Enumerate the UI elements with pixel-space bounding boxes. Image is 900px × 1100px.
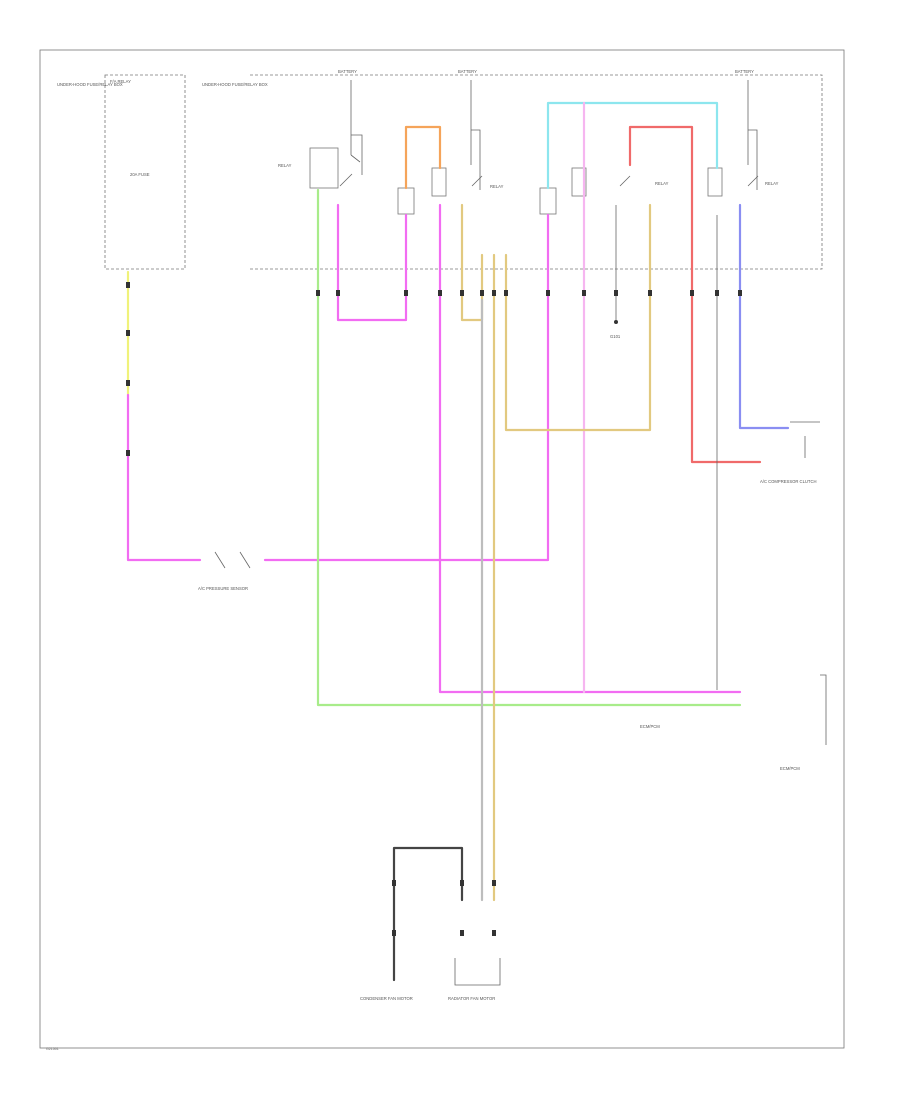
wire-pink-fusebox <box>126 393 202 562</box>
battery-feed-2 <box>470 80 481 190</box>
g101-label: G101 <box>610 334 621 339</box>
radiator-fan-bracket <box>454 958 501 986</box>
page-mark: G21501 <box>46 1047 59 1051</box>
ac-compressor-symbol <box>790 421 820 458</box>
relay-3-label: RELAY <box>655 181 669 186</box>
relay-2-label: RELAY <box>490 184 504 189</box>
relay-box-top <box>250 74 823 270</box>
connector-markers <box>126 282 742 936</box>
battery-feed-3 <box>747 80 758 190</box>
wire-red <box>628 125 762 464</box>
relay-2-coil <box>539 187 557 215</box>
relay-4-body <box>707 167 723 197</box>
fuse-box-note: UNDER-HOOD FUSE/RELAY BOX <box>57 82 123 87</box>
relay-1-label: RELAY <box>278 163 292 168</box>
fuse-box-title: F/A RELAY <box>110 79 131 84</box>
radiator-fan-label: RADIATOR FAN MOTOR <box>448 996 495 1001</box>
ac-pressure-symbol <box>214 551 251 569</box>
relay-4-label: RELAY <box>765 181 779 186</box>
ecm-label: ECM/PCM <box>780 766 800 771</box>
wire-tan-relay2 <box>460 203 484 322</box>
relay-2-body <box>431 167 447 197</box>
ac-compressor-label: A/C COMPRESSOR CLUTCH <box>760 479 817 484</box>
wire-tan-g <box>504 203 652 432</box>
battery-label-2: BATTERY <box>458 69 477 74</box>
condenser-fan-label: CONDENSER FAN MOTOR <box>360 996 413 1001</box>
wire-pink-loop <box>336 213 408 322</box>
wire-orange <box>404 125 442 190</box>
battery-feed-1 <box>350 80 363 175</box>
wire-green <box>316 188 742 707</box>
fuse-box <box>104 74 186 270</box>
battery-label-3: BATTERY <box>735 69 754 74</box>
battery-label-1: BATTERY <box>338 69 357 74</box>
diagram-frame <box>39 49 845 1049</box>
relay-1-body <box>309 147 339 189</box>
ecm-box <box>820 674 827 745</box>
wire-pink-ecm <box>438 203 742 694</box>
wire-pink-condenser-feed <box>263 213 550 562</box>
relay-1-coil <box>397 187 415 215</box>
wire-cyan <box>546 101 719 190</box>
relay-3-body <box>571 167 587 197</box>
ecm-note: ECM/PCM <box>640 724 660 729</box>
ac-pressure-label: A/C PRESSURE SENSOR <box>198 586 248 591</box>
fuse-box-fuse: 20A FUSE <box>130 172 150 177</box>
relay-box-note: UNDER-HOOD FUSE/RELAY BOX <box>202 82 268 87</box>
relay-contacts <box>339 173 759 187</box>
wire-black-loop <box>392 846 464 982</box>
ground-g101 <box>614 320 618 324</box>
wire-blue <box>738 203 790 430</box>
